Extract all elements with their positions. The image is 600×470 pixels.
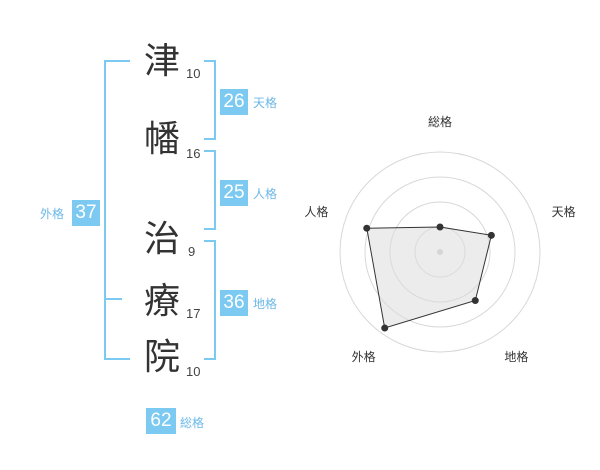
name-char-2: 幡 xyxy=(143,119,180,160)
stroke-count-3: 9 xyxy=(188,244,196,259)
radar-axis-label-2: 天格 xyxy=(552,204,576,219)
tenkaku-label: 天格 xyxy=(253,96,278,110)
jinkaku-value: 25 xyxy=(220,180,248,206)
stroke-count-5: 10 xyxy=(186,364,201,379)
name-char-5: 院 xyxy=(143,337,180,378)
radar-axis-label-5: 人格 xyxy=(304,204,328,219)
radar-axis-label-1: 総格 xyxy=(428,114,452,129)
name-char-4: 療 xyxy=(143,281,180,322)
radar-point-1 xyxy=(436,223,444,231)
stroke-count-4: 17 xyxy=(186,306,201,321)
stroke-count-1: 10 xyxy=(186,66,201,81)
radar-point-2 xyxy=(487,231,495,239)
radar-axis-label-3: 地格 xyxy=(504,349,528,364)
stroke-count-2: 16 xyxy=(186,146,201,161)
soukaku-value: 62 xyxy=(146,408,176,434)
chikaku-label: 地格 xyxy=(253,297,278,311)
radar-axis-label-4: 外格 xyxy=(352,349,376,364)
radar-point-4 xyxy=(381,324,389,332)
jinkaku-label: 人格 xyxy=(253,187,278,201)
gaikaku-value: 37 xyxy=(72,200,100,226)
gaikaku-label: 外格 xyxy=(40,207,65,221)
radar-area xyxy=(366,226,493,329)
radar-point-3 xyxy=(471,297,479,305)
tenkaku-value: 26 xyxy=(220,89,248,115)
name-char-1: 津 xyxy=(143,41,180,82)
chikaku-value: 36 xyxy=(220,290,248,316)
soukaku-label: 総格 xyxy=(180,416,205,430)
radar-point-5 xyxy=(363,224,371,232)
name-char-3: 治 xyxy=(143,219,180,260)
